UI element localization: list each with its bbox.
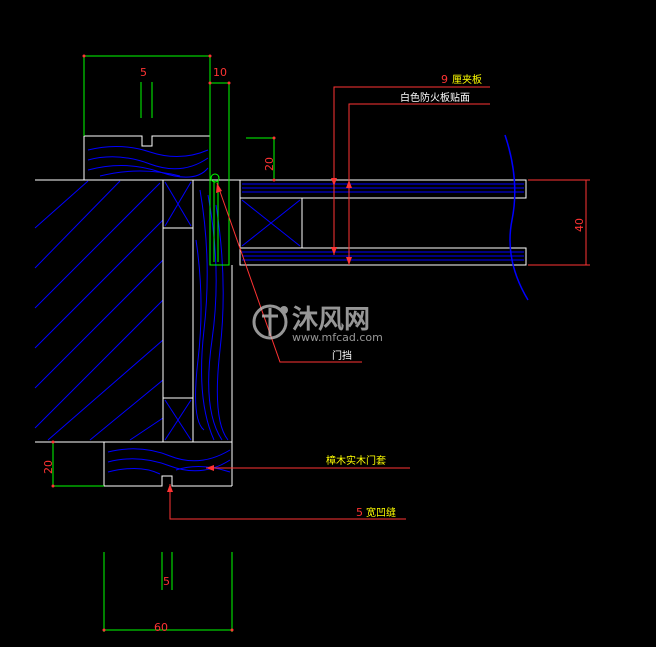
dim-top-gap: 5 [140,66,147,79]
dim-left-height: 20 [42,460,55,474]
label-frame: 樟木实木门套 [326,454,386,467]
label-groove: 宽凹缝 [366,506,396,519]
watermark-url: www.mfcad.com [292,331,383,344]
dim-bottom-width: 60 [154,621,168,634]
watermark-logo [252,304,288,340]
dim-right-height: 40 [573,218,586,232]
wall-section [34,179,240,443]
watermark-text: 沐风网 [292,305,370,335]
dim-top-width: 10 [213,66,227,79]
dimensions [52,55,275,632]
label-plywood-number: 9 [441,73,448,86]
label-groove-number: 5 [356,506,363,519]
leaders [169,86,490,520]
door-leaf [239,134,529,301]
label-door-stop: 门挡 [332,349,352,362]
label-plywood: 厘夹板 [452,73,482,86]
door-frame [83,82,233,487]
dim-top-height: 20 [263,157,276,171]
label-fire-board: 白色防火板贴面 [400,91,470,104]
dim-bottom-gap: 5 [163,575,170,588]
